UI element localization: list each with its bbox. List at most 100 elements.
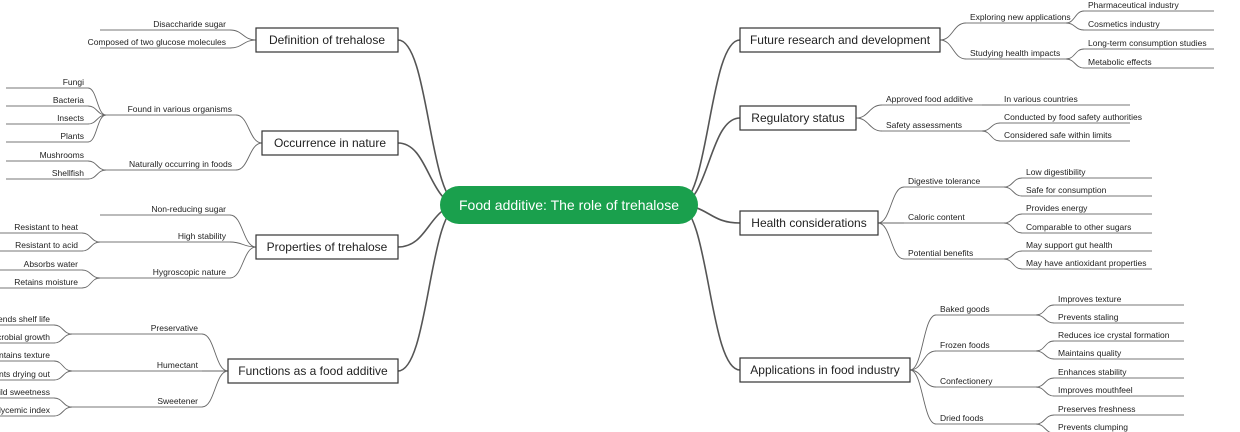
leaf-retains-moisture[interactable]: Retains moisture	[14, 277, 78, 287]
connector-line	[1035, 340, 1055, 352]
leaf-improves-texture[interactable]: Improves texture	[1058, 294, 1122, 304]
leaf-provides-mild-sweetness[interactable]: Provides mild sweetness	[0, 387, 50, 397]
topic-applications-in-food-industry-box[interactable]	[739, 357, 911, 383]
connector-line	[1065, 58, 1085, 69]
topic-regulatory-status-label: Regulatory status	[751, 111, 844, 125]
subtopic-preservative[interactable]: Preservative	[151, 323, 199, 333]
connector-line	[229, 39, 257, 49]
connector-line	[81, 269, 101, 279]
leaf-prevents-staling[interactable]: Prevents staling	[1058, 312, 1119, 322]
connector-line	[81, 241, 101, 252]
leaf-extends-shelf-life[interactable]: Extends shelf life	[0, 314, 50, 324]
connector-line	[909, 314, 937, 371]
leaf-insects[interactable]: Insects	[57, 113, 84, 123]
connector-line	[1065, 10, 1085, 24]
leaf-bacteria[interactable]: Bacteria	[53, 95, 84, 105]
topic-health-considerations-box[interactable]	[739, 210, 879, 236]
leaf-shellfish[interactable]: Shellfish	[52, 168, 84, 178]
subtopic-baked-goods[interactable]: Baked goods	[940, 304, 990, 314]
connector-line	[229, 29, 257, 41]
leaf-resistant-to-acid[interactable]: Resistant to acid	[15, 240, 78, 250]
leaf-mushrooms[interactable]: Mushrooms	[40, 150, 84, 160]
subtopic-caloric-content[interactable]: Caloric content	[908, 212, 965, 222]
topic-functions-as-a-food-additive-label: Functions as a food additive	[238, 364, 388, 378]
leaf-in-various-countries[interactable]: In various countries	[1004, 94, 1078, 104]
connector-line	[201, 370, 229, 408]
root-label: Food additive: The role of trehalose	[459, 197, 679, 213]
leaf-may-have-antioxidant-properties[interactable]: May have antioxidant properties	[1026, 258, 1147, 268]
leaf-absorbs-water[interactable]: Absorbs water	[24, 259, 78, 269]
leaf-conducted-by-food-safety-authorities[interactable]: Conducted by food safety authorities	[1004, 112, 1142, 122]
topic-occurrence-in-nature-box[interactable]	[261, 130, 399, 156]
topic-future-research-and-development-box[interactable]	[739, 27, 941, 53]
subtopic-sweetener[interactable]: Sweetener	[157, 396, 198, 406]
subtopic-approved-food-additive[interactable]: Approved food additive	[886, 94, 973, 104]
subtopic-found-in-various-organisms[interactable]: Found in various organisms	[128, 104, 232, 114]
connector-line	[1065, 22, 1085, 31]
leaf-comparable-to-other-sugars[interactable]: Comparable to other sugars	[1026, 222, 1131, 232]
connector-line	[201, 333, 229, 372]
leaf-long-term-consumption-studies[interactable]: Long-term consumption studies	[1088, 38, 1207, 48]
leaf-cosmetics-industry[interactable]: Cosmetics industry	[1088, 19, 1161, 29]
connector-line	[1003, 250, 1023, 260]
subtopic-disaccharide-sugar[interactable]: Disaccharide sugar	[153, 19, 226, 29]
root-node[interactable]	[440, 186, 698, 224]
subtopic-studying-health-impacts[interactable]: Studying health impacts	[970, 48, 1060, 58]
connector-line	[87, 87, 107, 116]
connector-line	[909, 369, 937, 425]
leaf-safe-for-consumption[interactable]: Safe for consumption	[1026, 185, 1107, 195]
subtopic-safety-assessments[interactable]: Safety assessments	[886, 120, 962, 130]
leaf-enhances-stability[interactable]: Enhances stability	[1058, 367, 1127, 377]
leaf-metabolic-effects[interactable]: Metabolic effects	[1088, 57, 1152, 67]
subtopic-frozen-foods[interactable]: Frozen foods	[940, 340, 990, 350]
leaf-prevents-clumping[interactable]: Prevents clumping	[1058, 422, 1128, 432]
subtopic-dried-foods[interactable]: Dried foods	[940, 413, 983, 423]
leaf-may-support-gut-health[interactable]: May support gut health	[1026, 240, 1113, 250]
node-layer: Food additive: The role of trehalose Defi…	[0, 0, 1207, 432]
connector-line	[53, 406, 73, 417]
topic-definition-of-trehalose-label: Definition of trehalose	[269, 33, 385, 47]
topic-properties-of-trehalose-box[interactable]	[255, 234, 399, 260]
leaf-low-digestibility[interactable]: Low digestibility	[1026, 167, 1086, 177]
topic-applications-in-food-industry-label: Applications in food industry	[750, 363, 899, 377]
leaf-fungi[interactable]: Fungi	[63, 77, 84, 87]
leaf-preserves-freshness[interactable]: Preserves freshness	[1058, 404, 1135, 414]
connector-line	[855, 117, 883, 132]
leaf-pharmaceutical-industry[interactable]: Pharmaceutical industry	[1088, 0, 1179, 10]
leaf-considered-safe-within-limits[interactable]: Considered safe within limits	[1004, 130, 1112, 140]
connector-line	[53, 397, 73, 408]
topic-functions-as-a-food-additive-box[interactable]	[227, 358, 399, 384]
leaf-prevents-drying-out[interactable]: Prevents drying out	[0, 369, 51, 379]
leaf-low-glycemic-index[interactable]: Low glycemic index	[0, 405, 51, 415]
subtopic-naturally-occurring-in-foods[interactable]: Naturally occurring in foods	[129, 159, 232, 169]
leaf-provides-energy[interactable]: Provides energy	[1026, 203, 1088, 213]
topic-properties-of-trehalose-label: Properties of trehalose	[267, 240, 388, 254]
topic-definition-of-trehalose-box[interactable]	[255, 27, 399, 53]
topic-regulatory-status-box[interactable]	[739, 105, 857, 131]
leaf-inhibits-microbial-growth[interactable]: Inhibits microbial growth	[0, 332, 50, 342]
connector-line	[1035, 414, 1055, 425]
subtopic-high-stability[interactable]: High stability	[178, 231, 227, 241]
leaf-reduces-ice-crystal-formation[interactable]: Reduces ice crystal formation	[1058, 330, 1170, 340]
connector-line	[235, 114, 263, 144]
leaf-plants[interactable]: Plants	[60, 131, 84, 141]
subtopic-potential-benefits[interactable]: Potential benefits	[908, 248, 973, 258]
subtopic-composed-of-two-glucose-molecules[interactable]: Composed of two glucose molecules	[88, 37, 226, 47]
leaf-improves-mouthfeel[interactable]: Improves mouthfeel	[1058, 385, 1133, 395]
subtopic-exploring-new-applications[interactable]: Exploring new applications	[970, 12, 1071, 22]
connector-line	[677, 39, 741, 206]
subtopic-non-reducing-sugar[interactable]: Non-reducing sugar	[151, 204, 226, 214]
connector-line	[1035, 423, 1051, 432]
connector-line	[53, 360, 73, 372]
connector-line	[877, 186, 905, 224]
leaf-maintains-texture[interactable]: Maintains texture	[0, 350, 50, 360]
subtopic-digestive-tolerance[interactable]: Digestive tolerance	[908, 176, 981, 186]
leaf-resistant-to-heat[interactable]: Resistant to heat	[14, 222, 78, 232]
connector-line	[1035, 386, 1055, 397]
connector-line	[87, 160, 107, 171]
subtopic-hygroscopic-nature[interactable]: Hygroscopic nature	[153, 267, 227, 277]
subtopic-humectant[interactable]: Humectant	[157, 360, 199, 370]
leaf-maintains-quality[interactable]: Maintains quality	[1058, 348, 1122, 358]
subtopic-confectionery[interactable]: Confectionery	[940, 376, 993, 386]
